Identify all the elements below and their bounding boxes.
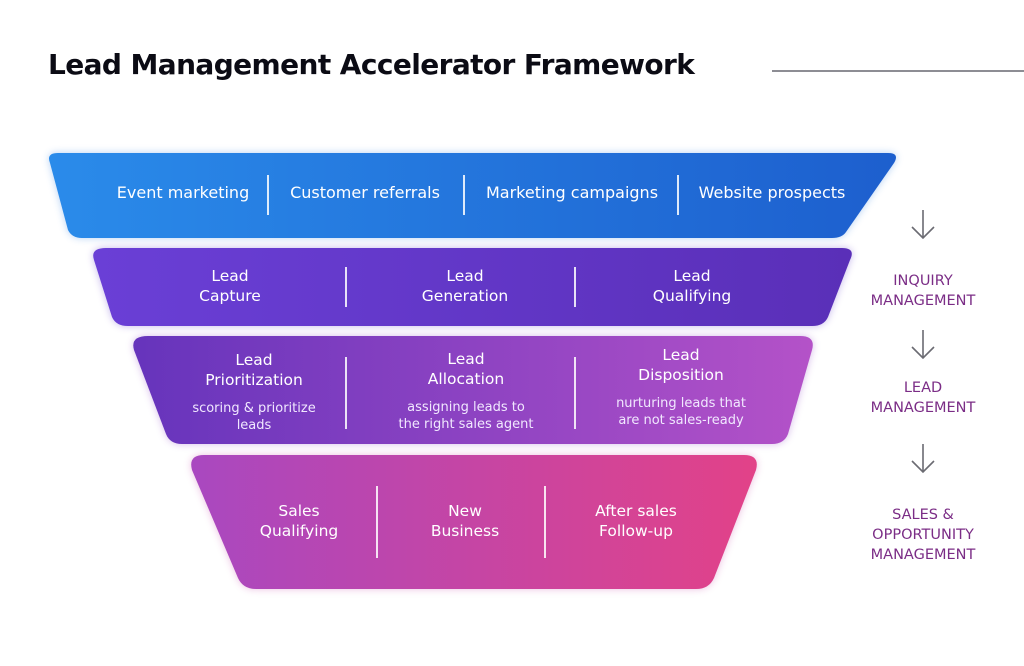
tier-2-item-lead-capture: Lead Capture [199, 267, 261, 305]
arrow-down-icon [911, 210, 935, 240]
tier-2-divider [574, 267, 576, 307]
tier-3-divider [574, 357, 576, 429]
arrow-down-icon [911, 330, 935, 360]
tier-1-item-website-prospects: Website prospects [698, 183, 846, 202]
side-label-sales-opportunity-management: SALES & OPPORTUNITY MANAGEMENT [870, 507, 976, 563]
tier-1-item-customer-referrals: Customer referrals [290, 183, 440, 202]
tier-4-item-sales-qualifying: Sales Qualifying [259, 502, 339, 540]
tier-3-divider [345, 357, 347, 429]
tier-3-item-lead-prioritization: Lead Prioritization scoring & prioritize… [192, 351, 316, 433]
tier-1-divider [463, 175, 465, 215]
tier-3-item-lead-allocation: Lead Allocation assigning leads to the r… [398, 350, 534, 432]
tier-4-item-after-sales-follow-up: After sales Follow-up [595, 502, 677, 540]
tier-2-item-lead-qualifying: Lead Qualifying [652, 267, 732, 305]
tier-1-divider [267, 175, 269, 215]
tier-2-item-lead-generation: Lead Generation [421, 267, 509, 305]
tier-4-divider [376, 486, 378, 558]
tier-1-item-event-marketing: Event marketing [116, 183, 250, 202]
tier-3-item-lead-disposition: Lead Disposition nurturing leads that ar… [616, 346, 746, 428]
funnel-tier-3-shape [133, 336, 813, 444]
page-title: Lead Management Accelerator Framework [48, 48, 695, 81]
side-label-lead-management: LEAD MANAGEMENT [870, 380, 976, 416]
tier-4-divider [544, 486, 546, 558]
tier-4-item-new-business: New Business [430, 502, 500, 540]
tier-1-item-marketing-campaigns: Marketing campaigns [485, 183, 659, 202]
funnel-tier-2-shape [93, 248, 852, 326]
title-rule [772, 70, 1024, 72]
funnel-tier-4-shape [191, 455, 757, 589]
funnel-tier-1-shape [49, 153, 896, 238]
arrow-down-icon [911, 444, 935, 474]
tier-1-divider [677, 175, 679, 215]
tier-2-divider [345, 267, 347, 307]
side-label-inquiry-management: INQUIRY MANAGEMENT [870, 273, 976, 309]
